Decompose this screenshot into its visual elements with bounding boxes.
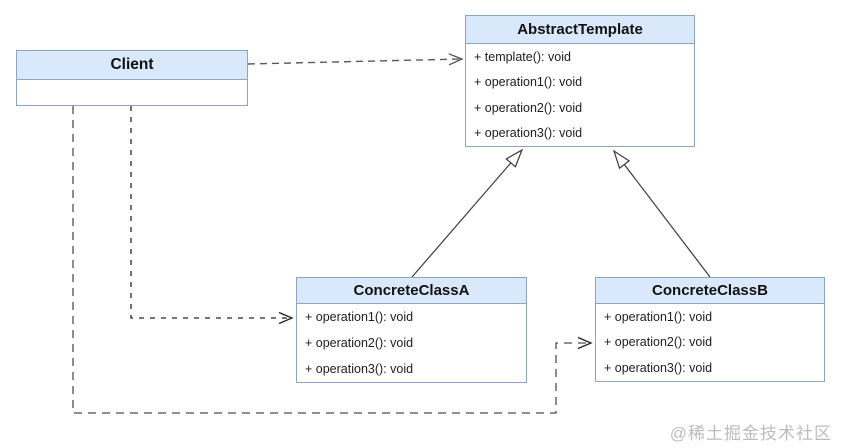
generalization-concreteclassa-to-abstracttemplate [411,148,524,278]
method-row: + operation3(): void [604,360,713,375]
dependency-client-to-concreteclassa [130,106,294,325]
method-row: + operation3(): void [305,361,414,376]
class-body: + operation1(): void + operation2(): voi… [297,304,526,382]
class-body-empty [17,80,247,105]
class-box-concrete-class-b: ConcreteClassB + operation1(): void + op… [595,277,825,382]
dependency-client-to-concreteclassb [72,106,593,414]
class-box-concrete-class-a: ConcreteClassA + operation1(): void + op… [296,277,527,383]
class-box-client: Client [16,50,248,106]
watermark-text: @稀土掘金技术社区 [669,424,832,443]
method-row: + operation3(): void [474,126,583,141]
class-title: ConcreteClassB [596,278,824,304]
method-row: + operation1(): void [305,309,414,324]
class-title: AbstractTemplate [466,16,694,44]
class-title: Client [17,51,247,80]
method-row: + operation2(): void [604,335,713,350]
method-row: + operation2(): void [474,100,583,115]
dependency-client-to-abstracttemplate [247,53,464,66]
class-body: + template(): void + operation1(): void … [466,44,694,146]
class-body: + operation1(): void + operation2(): voi… [596,304,824,381]
method-row: + operation1(): void [604,309,713,324]
method-row: + template(): void [474,49,571,64]
class-box-abstract-template: AbstractTemplate + template(): void + op… [465,15,695,147]
method-row: + operation2(): void [305,335,414,350]
class-title: ConcreteClassA [297,278,526,304]
generalization-concreteclassb-to-abstracttemplate [612,149,711,278]
method-row: + operation1(): void [474,75,583,90]
